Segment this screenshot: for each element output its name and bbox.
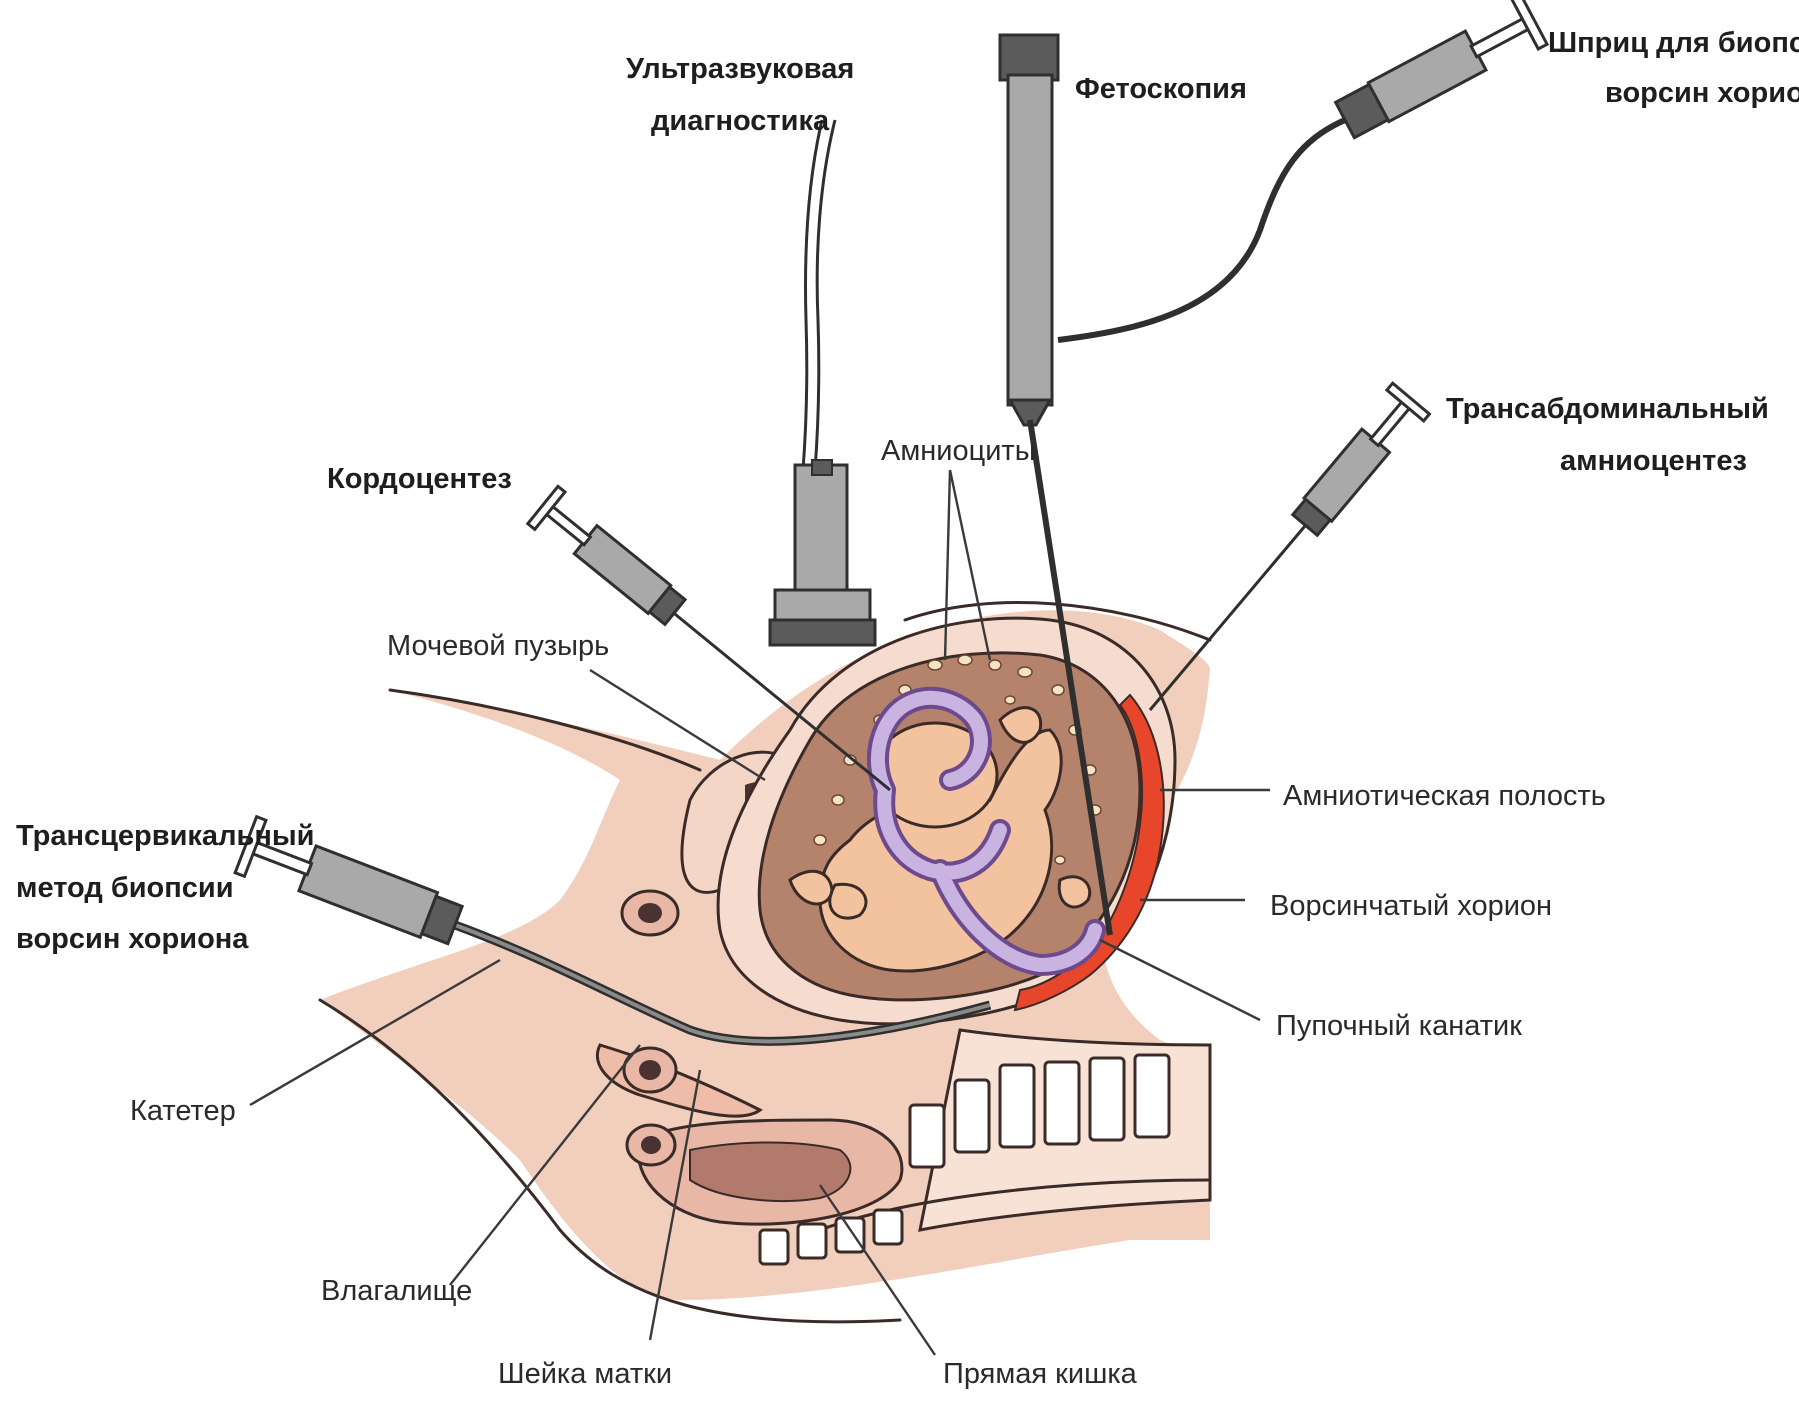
label-transcervical-3: ворсин хориона <box>16 923 249 955</box>
chorion-biopsy-syringe <box>1332 0 1547 145</box>
label-amniotic-cavity: Амниотическая полость <box>1283 780 1606 812</box>
label-villous-chorion: Ворсинчатый хорион <box>1270 890 1552 922</box>
label-cordocentesis: Кордоцентез <box>327 463 512 495</box>
ultrasound-probe <box>770 120 875 645</box>
label-catheter: Катетер <box>130 1095 236 1127</box>
label-bladder: Мочевой пузырь <box>387 630 609 662</box>
label-transcervical-2: метод биопсии <box>16 872 234 904</box>
transabdominal-syringe <box>1150 383 1429 710</box>
label-umbilical-cord: Пупочный канатик <box>1276 1010 1522 1042</box>
label-amniocytes: Амниоциты <box>881 435 1036 467</box>
label-vagina: Влагалище <box>321 1275 472 1307</box>
label-transabdominal-2: амниоцентез <box>1560 445 1747 477</box>
label-transcervical-1: Трансцервикальный <box>16 820 314 852</box>
label-chorion-syringe-2: ворсин хориона <box>1605 77 1799 109</box>
label-fetoscopy: Фетоскопия <box>1075 73 1247 105</box>
label-transabdominal-1: Трансабдоминальный <box>1446 393 1769 425</box>
label-rectum: Прямая кишка <box>943 1358 1138 1390</box>
label-chorion-syringe-1: Шприц для биопсии <box>1548 27 1799 59</box>
label-cervix: Шейка матки <box>498 1358 672 1390</box>
label-ultrasound-2: диагностика <box>651 105 830 137</box>
label-ultrasound-1: Ультразвуковая <box>626 53 854 85</box>
rectum <box>638 1120 901 1224</box>
